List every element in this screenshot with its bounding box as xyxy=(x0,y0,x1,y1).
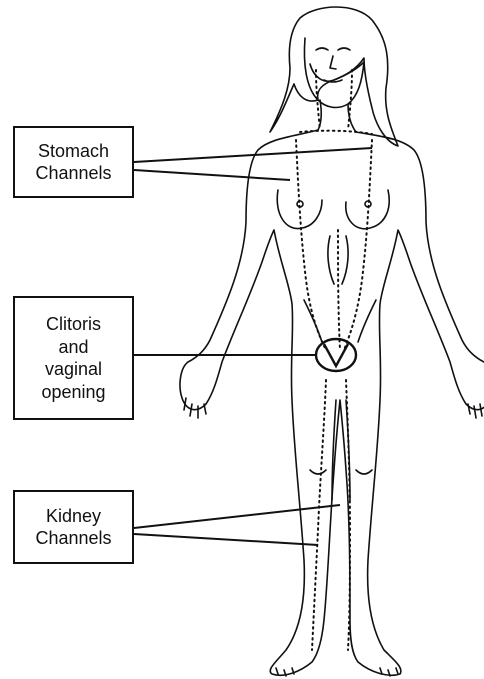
label-line: Stomach xyxy=(35,140,111,163)
label-line: Channels xyxy=(35,162,111,185)
label-line: Kidney xyxy=(35,505,111,528)
kidney-channel-left xyxy=(312,380,326,650)
label-line: Channels xyxy=(35,527,111,550)
label-line: opening xyxy=(41,381,105,404)
knee-right xyxy=(356,470,372,474)
label-line: Clitoris xyxy=(41,313,105,336)
body-outline xyxy=(180,130,484,675)
abdomen-contour-2 xyxy=(342,236,348,284)
knee-left xyxy=(310,470,326,474)
kidney-channels-label: Kidney Channels xyxy=(13,490,134,564)
face-outline xyxy=(304,38,364,107)
leader-kidney-1 xyxy=(134,505,340,528)
hip-line-right xyxy=(358,300,376,342)
center-channel xyxy=(338,230,340,350)
abdomen-contour xyxy=(328,236,334,284)
leader-kidney-2 xyxy=(134,534,318,545)
clitoris-label: Clitoris and vaginal opening xyxy=(13,296,134,420)
nose xyxy=(330,56,336,69)
label-line: vaginal xyxy=(41,358,105,381)
eye-right xyxy=(338,48,350,50)
leader-stomach-2 xyxy=(134,170,290,180)
eye-left xyxy=(316,48,328,50)
label-line: and xyxy=(41,336,105,359)
hair-outline xyxy=(270,7,398,146)
stomach-channel-left xyxy=(296,140,326,350)
stomach-channels-label: Stomach Channels xyxy=(13,126,134,198)
fingers-left xyxy=(184,398,206,418)
